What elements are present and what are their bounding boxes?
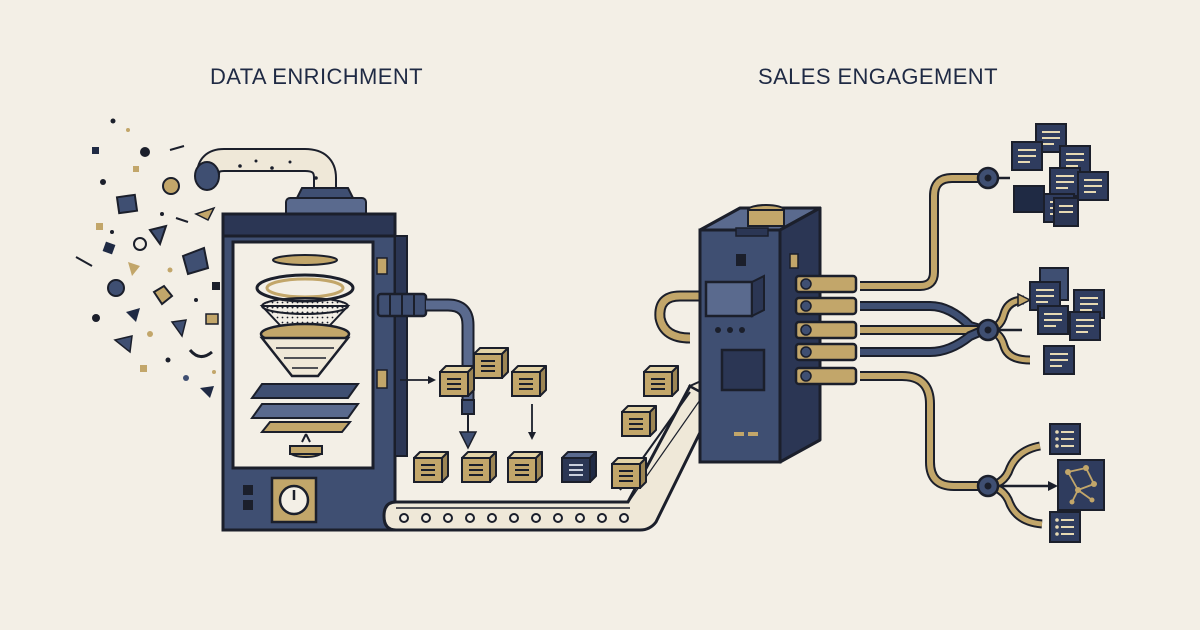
output-hose — [376, 292, 536, 450]
document-cluster-top — [1011, 123, 1109, 227]
enrichment-machine — [221, 212, 408, 532]
sales-machine — [654, 204, 822, 464]
distribution-pipes — [794, 166, 1058, 529]
conveyor-belt — [382, 366, 746, 532]
machine-nozzles — [794, 274, 858, 386]
raw-data-fragments — [75, 118, 220, 398]
data-enrichment-title: DATA ENRICHMENT — [210, 64, 423, 89]
sales-engagement-title: SALES ENGAGEMENT — [758, 64, 998, 89]
network-icon — [1065, 465, 1097, 505]
network-cluster-bottom — [1049, 423, 1105, 543]
document-cluster-middle — [1029, 267, 1105, 375]
floating-data-boxes — [439, 347, 547, 397]
intake-chute — [194, 148, 367, 221]
